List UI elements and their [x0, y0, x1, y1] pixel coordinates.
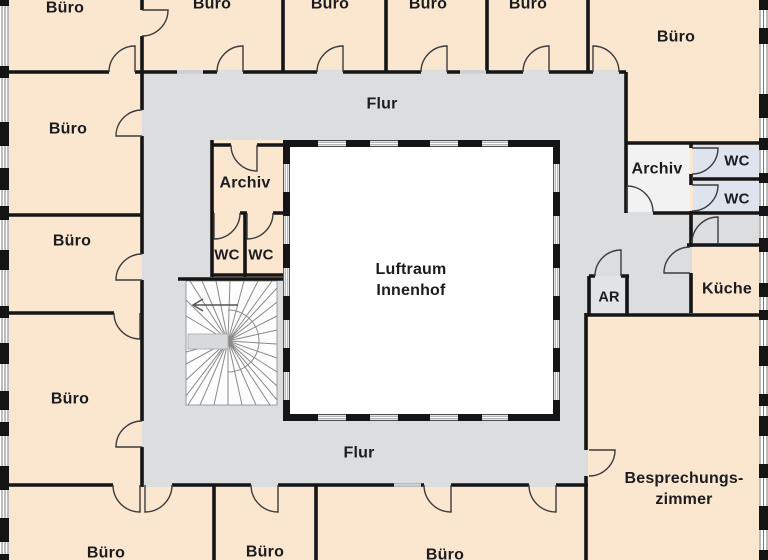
label-luftraum-line2: Innenhof [376, 282, 446, 299]
label-buero-top-4: Büro [408, 0, 448, 13]
label-besprechung-line1: Besprechungs- [624, 470, 744, 488]
wc-right-2-room [693, 181, 762, 212]
label-buero-left-1: Büro [48, 120, 88, 138]
wall-door-thresholds [177, 70, 486, 487]
label-wc-left-2: WC [248, 246, 274, 264]
label-buero-bottom-2: Büro [245, 543, 285, 560]
label-buero-top-1: Büro [45, 0, 85, 17]
label-archiv-right: Archiv [631, 160, 683, 178]
label-wc-right-1: WC [724, 152, 750, 170]
staircase [185, 280, 278, 406]
stair-direction-arrow [191, 298, 238, 312]
label-ar: AR [598, 289, 620, 306]
label-archiv-left: Archiv [219, 174, 271, 192]
door-arcs [108, 9, 719, 513]
wc-right-1-room [693, 145, 762, 178]
exterior-wall-right [759, 0, 768, 560]
exterior-wall-left [0, 0, 9, 560]
label-kueche: Küche [702, 280, 752, 298]
label-flur-top: Flur [366, 95, 398, 113]
archiv-right-room [628, 145, 690, 212]
label-buero-top-2: Büro [192, 0, 232, 13]
label-buero-left-2: Büro [52, 232, 92, 250]
label-buero-top-right: Büro [656, 28, 696, 46]
label-buero-bottom-3: Büro [425, 546, 465, 560]
label-besprechungszimmer: Besprechungs- zimmer [624, 469, 743, 511]
label-luftraum-line1: Luftraum [375, 261, 447, 279]
corridor-east [556, 72, 588, 487]
stair-steps [185, 280, 278, 406]
courtyard-windows [283, 140, 560, 421]
stair-landing [187, 333, 229, 350]
courtyard [283, 140, 560, 421]
label-flur-bottom: Flur [343, 444, 375, 462]
corridor-channel [588, 72, 628, 276]
label-buero-top-5: Büro [508, 0, 548, 13]
label-buero-left-3: Büro [50, 390, 90, 408]
label-wc-left-1: WC [214, 246, 240, 264]
corridor-right-strip [626, 210, 762, 247]
label-wc-right-2: WC [724, 190, 750, 208]
label-buero-top-3: Büro [310, 0, 350, 13]
corridor-near-ar [626, 245, 692, 315]
ar-room [589, 276, 627, 315]
archiv-wc-left-block [212, 140, 283, 277]
label-besprechung-line2: zimmer [655, 491, 713, 508]
label-luftraum-innenhof: Luftraum Innenhof [376, 260, 447, 302]
corridor-bottom [142, 417, 588, 487]
label-buero-bottom-1: Büro [86, 544, 126, 560]
